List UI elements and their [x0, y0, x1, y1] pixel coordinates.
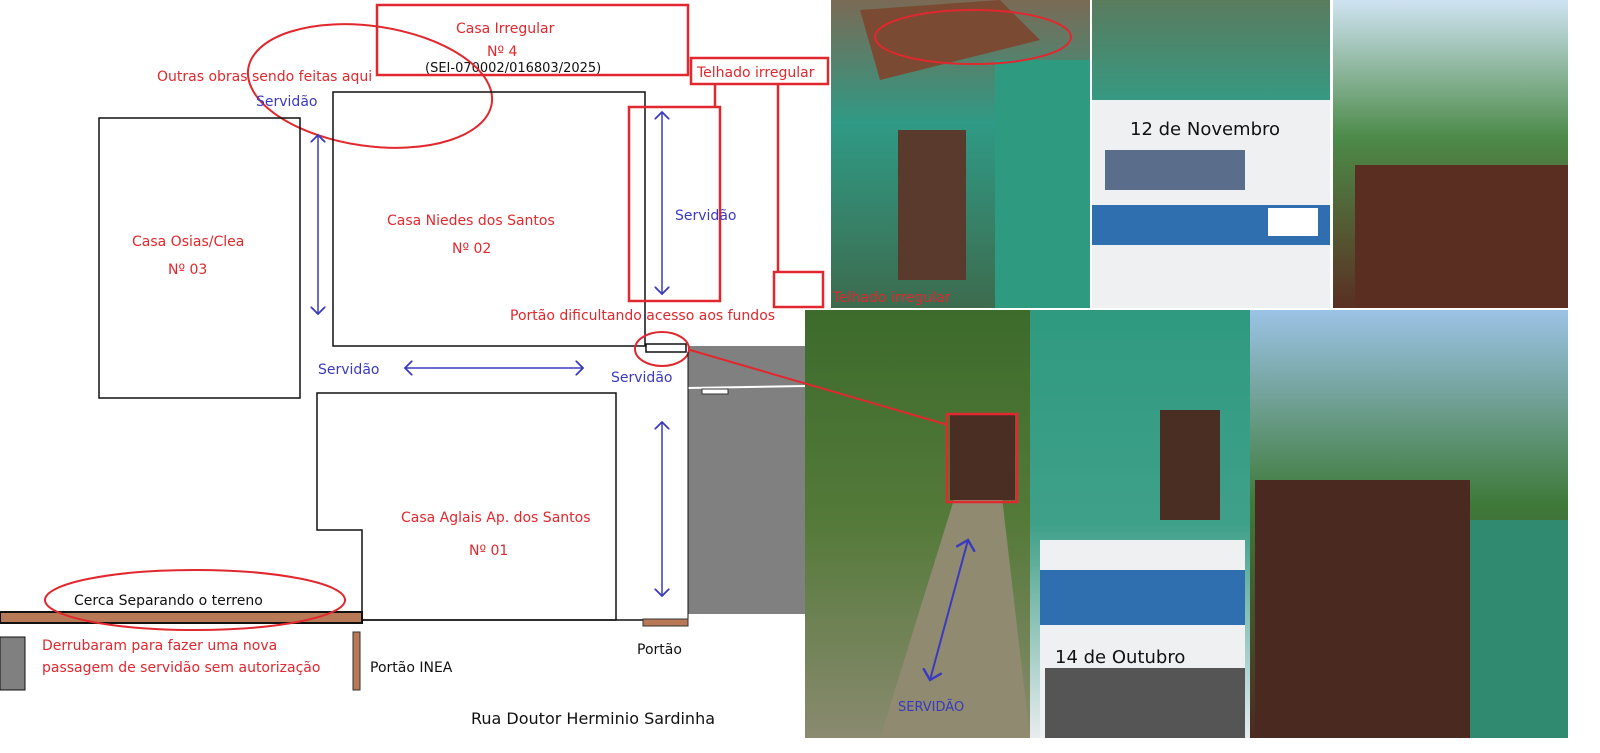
gate-highlight-box [945, 412, 1019, 504]
telhado-irregular-label: Telhado irregular [696, 65, 815, 81]
portao-dificultando-label: Portão dificultando acesso aos fundos [510, 308, 775, 324]
process-number: (SEI-070002/016803/2025) [425, 61, 601, 76]
date-november-label: 12 de Novembro [1130, 119, 1280, 140]
servidao-label-middle: Servidão [318, 362, 379, 378]
derrubaram-line-1: Derrubaram para fazer uma nova [42, 638, 277, 654]
derrubaram-line-2: passagem de servidão sem autorização [42, 660, 320, 676]
telhado-irregular-label-2: Telhado irregular [832, 290, 951, 306]
casa-osias-number: Nº 03 [168, 262, 207, 278]
portao-fundos [645, 343, 687, 353]
casa-aglais-title: Casa Aglais Ap. dos Santos [401, 510, 591, 526]
photo-gate-roof [831, 0, 1090, 308]
portao-highlight-ellipse [634, 331, 690, 367]
casa-osias [98, 117, 301, 399]
servidao-label-gate: Servidão [611, 370, 672, 386]
servidao-photo-label: SERVIDÃO [898, 699, 964, 715]
servidao-photo-arrow [930, 540, 968, 680]
servidao-label-right: Servidão [675, 208, 736, 224]
casa-niedes [332, 91, 646, 347]
outras-obras-ellipse [246, 23, 494, 149]
portao-rua [642, 618, 689, 627]
photo-fence-top [1333, 0, 1568, 308]
casa-niedes-number: Nº 02 [452, 241, 491, 257]
portao-label: Portão [637, 642, 682, 658]
casa-osias-title: Casa Osias/Clea [132, 234, 244, 250]
roof-highlight-ellipse [874, 9, 1072, 65]
casa-irregular-box [375, 3, 690, 77]
outras-obras-label: Outras obras sendo feitas aqui [157, 69, 372, 85]
casa-aglais [316, 392, 617, 621]
neighbor-block [0, 636, 26, 691]
cerca-label: Cerca Separando o terreno [74, 593, 263, 609]
portao-inea-label: Portão INEA [370, 660, 453, 676]
photo-newspaper-october: 14 de Outubro [1030, 310, 1250, 738]
cerca-highlight-ellipse [44, 569, 346, 631]
photo-path [805, 310, 1030, 738]
servidao-highlight-box [627, 105, 722, 303]
casa-aglais-number: Nº 01 [469, 543, 508, 559]
servidao-label-top: Servidão [256, 94, 317, 110]
telhado-irregular-box-2 [772, 270, 825, 309]
casa-niedes-title: Casa Niedes dos Santos [387, 213, 555, 229]
street-name: Rua Doutor Herminio Sardinha [471, 709, 715, 728]
portao-inea-bar [352, 631, 361, 691]
date-october-label: 14 de Outubro [1055, 647, 1185, 668]
photo-fence-bottom [1250, 310, 1568, 738]
portao-pointer-line [689, 349, 949, 426]
photo-newspaper-november: 12 de Novembro [1092, 0, 1330, 308]
casa-irregular-title: Casa Irregular [456, 21, 555, 37]
telhado-irregular-box [689, 56, 830, 86]
casa-irregular-number: Nº 4 [487, 44, 518, 60]
cerca-fence [0, 611, 363, 624]
